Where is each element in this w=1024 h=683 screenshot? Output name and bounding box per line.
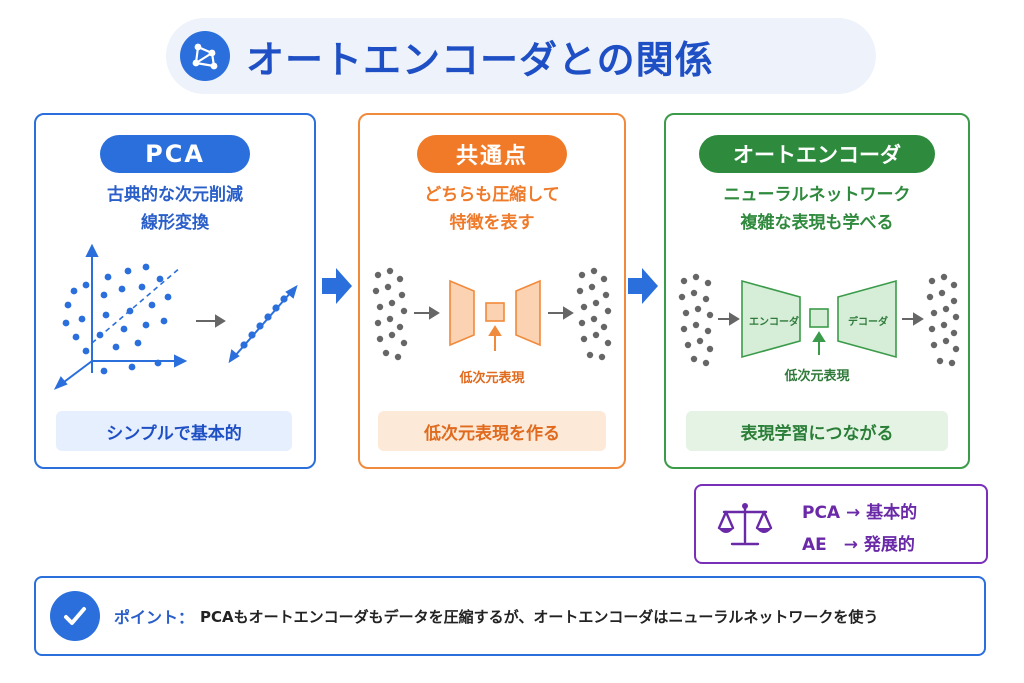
checkmark-icon <box>50 591 100 641</box>
autoencoder-line2: 複雑な表現も学べる <box>740 213 894 233</box>
pca-badge: PCA <box>100 135 250 173</box>
common-footer: 低次元表現を作る <box>378 411 606 451</box>
autoencoder-subtitle: ニューラルネットワーク 複雑な表現も学べる <box>666 181 968 237</box>
autoencoder-footer: 表現学習につながる <box>686 411 948 451</box>
common-panel: 共通点 どちらも圧縮して 特徴を表す <box>358 113 626 469</box>
comparison-box: PCA → 基本的 AE → 発展的 <box>694 484 988 564</box>
point-text: PCAもオートエンコーダもデータを圧縮するが、オートエンコーダはニューラルネット… <box>200 607 879 626</box>
pca-subtitle: 古典的な次元削減 線形変換 <box>36 181 314 237</box>
decoder-label: デコーダ <box>848 317 888 328</box>
common-latent-label: 低次元表現 <box>459 371 525 386</box>
pca-footer: シンプルで基本的 <box>56 411 292 451</box>
point-box: ポイント： PCAもオートエンコーダもデータを圧縮するが、オートエンコーダはニュ… <box>34 576 986 656</box>
title-banner: オートエンコーダとの関係 <box>166 18 876 94</box>
autoencoder-illustration <box>678 273 960 367</box>
comparison-line2: AE → 発展的 <box>802 535 915 555</box>
point-label: ポイント： <box>114 608 195 627</box>
autoencoder-line1: ニューラルネットワーク <box>723 185 911 205</box>
right-arrow-icon <box>628 268 658 304</box>
network-nodes-icon <box>180 31 230 81</box>
pca-illustration <box>53 243 298 390</box>
right-arrow-icon <box>322 268 352 304</box>
comparison-line1: PCA → 基本的 <box>802 503 918 523</box>
autoencoder-panel: オートエンコーダ ニューラルネットワーク 複雑な表現も学べる <box>664 113 970 469</box>
page-title: オートエンコーダとの関係 <box>246 37 714 82</box>
balance-scale-icon <box>717 503 773 546</box>
pca-panel: PCA 古典的な次元削減 線形変換 <box>34 113 316 469</box>
common-subtitle: どちらも圧縮して 特徴を表す <box>360 181 624 237</box>
pca-line1: 古典的な次元削減 <box>107 185 243 205</box>
autoencoder-latent-label: 低次元表現 <box>784 369 850 384</box>
common-badge: 共通点 <box>417 135 567 173</box>
encoder-label: エンコーダ <box>749 317 799 328</box>
common-line1: どちらも圧縮して <box>424 185 560 205</box>
autoencoder-badge: オートエンコーダ <box>699 135 935 173</box>
common-line2: 特徴を表す <box>449 213 535 233</box>
common-illustration <box>372 267 612 361</box>
pca-line2: 線形変換 <box>141 213 209 233</box>
